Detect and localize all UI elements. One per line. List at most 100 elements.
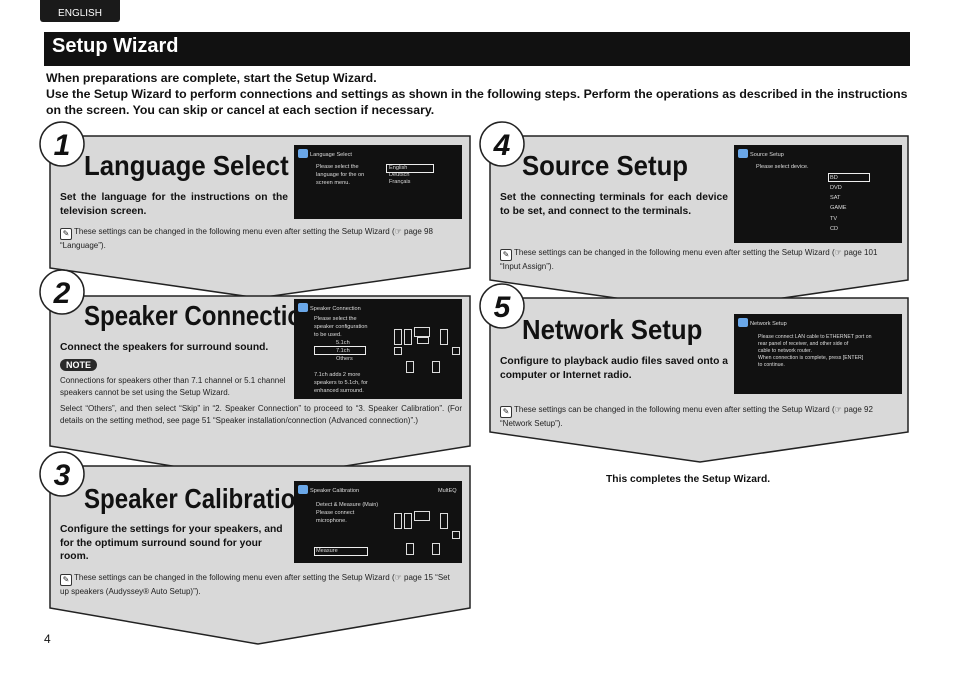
measure-button-label: Measure [316, 548, 338, 554]
step-4-note-text: These settings can be changed in the fol… [500, 248, 878, 271]
option-deutsch: Deutsch [389, 172, 410, 178]
step-4-screen-prompt: Please select device. [756, 164, 809, 170]
option-dvd: DVD [830, 185, 842, 191]
step-5-screen-prompt: Please connect LAN cable to ETHERNET por… [758, 334, 872, 368]
option-bd: BD [830, 175, 838, 181]
step-2-extra: Select “Others”, and then select “Skip” … [60, 404, 462, 425]
note-badge: NOTE [60, 359, 98, 371]
step-1-screen: Language Select Please select the langua… [294, 145, 462, 219]
step-2-screen-header: Speaker Connection [310, 306, 361, 312]
title-rule [44, 64, 910, 65]
pencil-icon: ✎ [60, 574, 72, 586]
step-2-screen-prompt: Please select the speaker configuration … [314, 316, 368, 338]
screen-header: Source Setup [738, 149, 784, 159]
setup-logo-icon [738, 149, 748, 158]
step-1-title: Language Select [84, 150, 289, 181]
intro-line-2: Use the Setup Wizard to perform connecti… [46, 87, 908, 117]
step-number-circles [39, 121, 525, 497]
step-2-title: Speaker Connection [84, 300, 317, 331]
option-tv: TV [830, 216, 838, 222]
step-1-number: 1 [54, 129, 71, 162]
center-speaker-icon [417, 337, 429, 344]
step-5-note: ✎These settings can be changed in the fo… [500, 404, 900, 430]
option-5-1ch: 5.1ch [336, 340, 350, 346]
pencil-icon: ✎ [60, 228, 72, 240]
speaker-icon [394, 329, 402, 345]
step-3-screen-prompt: Detect & Measure (Main) Please connect m… [316, 502, 379, 524]
speaker-icon [432, 543, 440, 555]
step-4-description: Set the connecting terminals for each de… [500, 192, 728, 217]
speaker-icon [404, 329, 412, 345]
step-5-screen: Network Setup Please connect LAN cable t… [734, 314, 902, 394]
step-2-number: 2 [53, 277, 71, 310]
step-5-title: Network Setup [522, 314, 703, 345]
step-4-note: ✎These settings can be changed in the fo… [500, 247, 900, 273]
screen-header: Language Select [298, 149, 352, 159]
step-3-number: 3 [54, 459, 71, 492]
step-3-note-text: These settings can be changed in the fol… [60, 573, 450, 596]
step-1-screen-prompt: Please select the language for the on sc… [316, 164, 365, 186]
screen-header: Speaker Calibration [298, 485, 359, 495]
speaker-icon [404, 513, 412, 529]
completion-text: This completes the Setup Wizard. [606, 474, 771, 485]
step-5-description: Configure to playback audio files saved … [500, 356, 728, 381]
pencil-icon: ✎ [500, 249, 512, 261]
speaker-icon [452, 531, 460, 539]
option-sat: SAT [830, 195, 841, 201]
screen-header: Speaker Connection [298, 303, 361, 313]
section-title: Setup Wizard [52, 35, 179, 57]
selection-box [386, 164, 434, 173]
selection-box [828, 173, 870, 182]
pencil-icon: ✎ [500, 406, 512, 418]
step-4-title: Source Setup [522, 150, 689, 181]
setup-logo-icon [298, 303, 308, 312]
speaker-icon [440, 329, 448, 345]
step-5-note-text: These settings can be changed in the fol… [500, 405, 873, 428]
step-3-title: Speaker Calibration [84, 483, 311, 514]
step-3-note: ✎These settings can be changed in the fo… [60, 572, 460, 598]
step-4-screen: Source Setup Please select device. BD DV… [734, 145, 902, 243]
step-3-screen: Speaker Calibration MultEQ Detect & Meas… [294, 481, 462, 563]
option-others: Others [336, 356, 353, 362]
step-3-screen-header: Speaker Calibration [310, 488, 360, 494]
step-1-description: Set the language for the instructions on… [60, 192, 288, 217]
setup-logo-icon [738, 318, 748, 327]
step-3-description: Configure the settings for your speakers… [60, 524, 283, 562]
intro-line-1: When preparations are complete, start th… [46, 71, 377, 85]
speaker-icon [406, 543, 414, 555]
screen-header: Network Setup [738, 318, 787, 328]
step-4-number: 4 [493, 129, 511, 162]
step-5-screen-header: Network Setup [750, 321, 787, 327]
option-7-1ch: 7.1ch [336, 348, 350, 354]
step-1-note: ✎These settings can be changed in the fo… [60, 226, 460, 252]
step-5-number: 5 [494, 291, 512, 324]
page-number: 4 [44, 632, 51, 646]
speaker-icon [394, 347, 402, 355]
step-2-screen-footer: 7.1ch adds 2 more speakers to 5.1ch, for… [314, 372, 368, 394]
tv-icon [414, 327, 430, 337]
intro-text: When preparations are complete, start th… [46, 70, 912, 118]
speaker-icon [432, 361, 440, 373]
speaker-icon [406, 361, 414, 373]
language-tab: ENGLISH [40, 0, 120, 22]
selection-box [314, 346, 366, 355]
step-3-screen-header-right: MultEQ [438, 488, 457, 494]
step-4-screen-header: Source Setup [750, 152, 784, 158]
setup-logo-icon [298, 149, 308, 158]
speaker-icon [440, 513, 448, 529]
option-cd: CD [830, 226, 839, 232]
option-francais: Français [389, 179, 411, 185]
tv-icon [414, 511, 430, 521]
setup-logo-icon [298, 485, 308, 494]
measure-button [314, 547, 368, 556]
option-english: English [389, 165, 408, 171]
speaker-icon [452, 347, 460, 355]
step-1-note-text: These settings can be changed in the fol… [60, 227, 433, 250]
step-2-note: Connections for speakers other than 7.1 … [60, 376, 286, 397]
step-1-screen-header: Language Select [310, 152, 352, 158]
step-2-description: Connect the speakers for surround sound. [60, 342, 269, 353]
step-2-screen: Speaker Connection Please select the spe… [294, 299, 462, 399]
speaker-icon [394, 513, 402, 529]
option-game: GAME [830, 205, 847, 211]
